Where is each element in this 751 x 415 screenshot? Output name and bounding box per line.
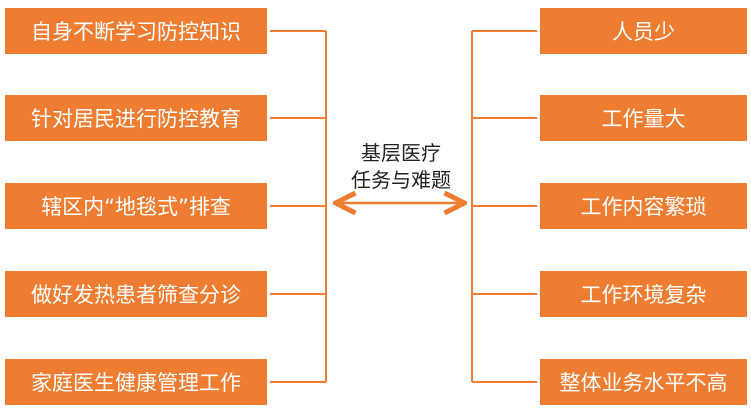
left-item-1: 自身不断学习防控知识 bbox=[5, 8, 267, 54]
right-bracket bbox=[471, 30, 537, 383]
right-item-4: 工作环境复杂 bbox=[540, 271, 747, 317]
right-item-5: 整体业务水平不高 bbox=[540, 359, 747, 405]
right-item-2: 工作量大 bbox=[540, 95, 747, 141]
right-item-3: 工作内容繁琐 bbox=[540, 183, 747, 229]
left-item-2: 针对居民进行防控教育 bbox=[5, 95, 267, 141]
left-bracket bbox=[270, 30, 327, 383]
left-item-3: 辖区内“地毯式”排查 bbox=[5, 183, 267, 229]
left-item-5: 家庭医生健康管理工作 bbox=[5, 359, 267, 405]
center-label-line1: 基层医疗 bbox=[361, 141, 441, 165]
center-label-line2: 任务与难题 bbox=[351, 168, 451, 192]
left-item-4: 做好发热患者筛查分诊 bbox=[5, 271, 267, 317]
center-label: 基层医疗 任务与难题 bbox=[330, 140, 472, 194]
right-item-1: 人员少 bbox=[540, 8, 747, 54]
